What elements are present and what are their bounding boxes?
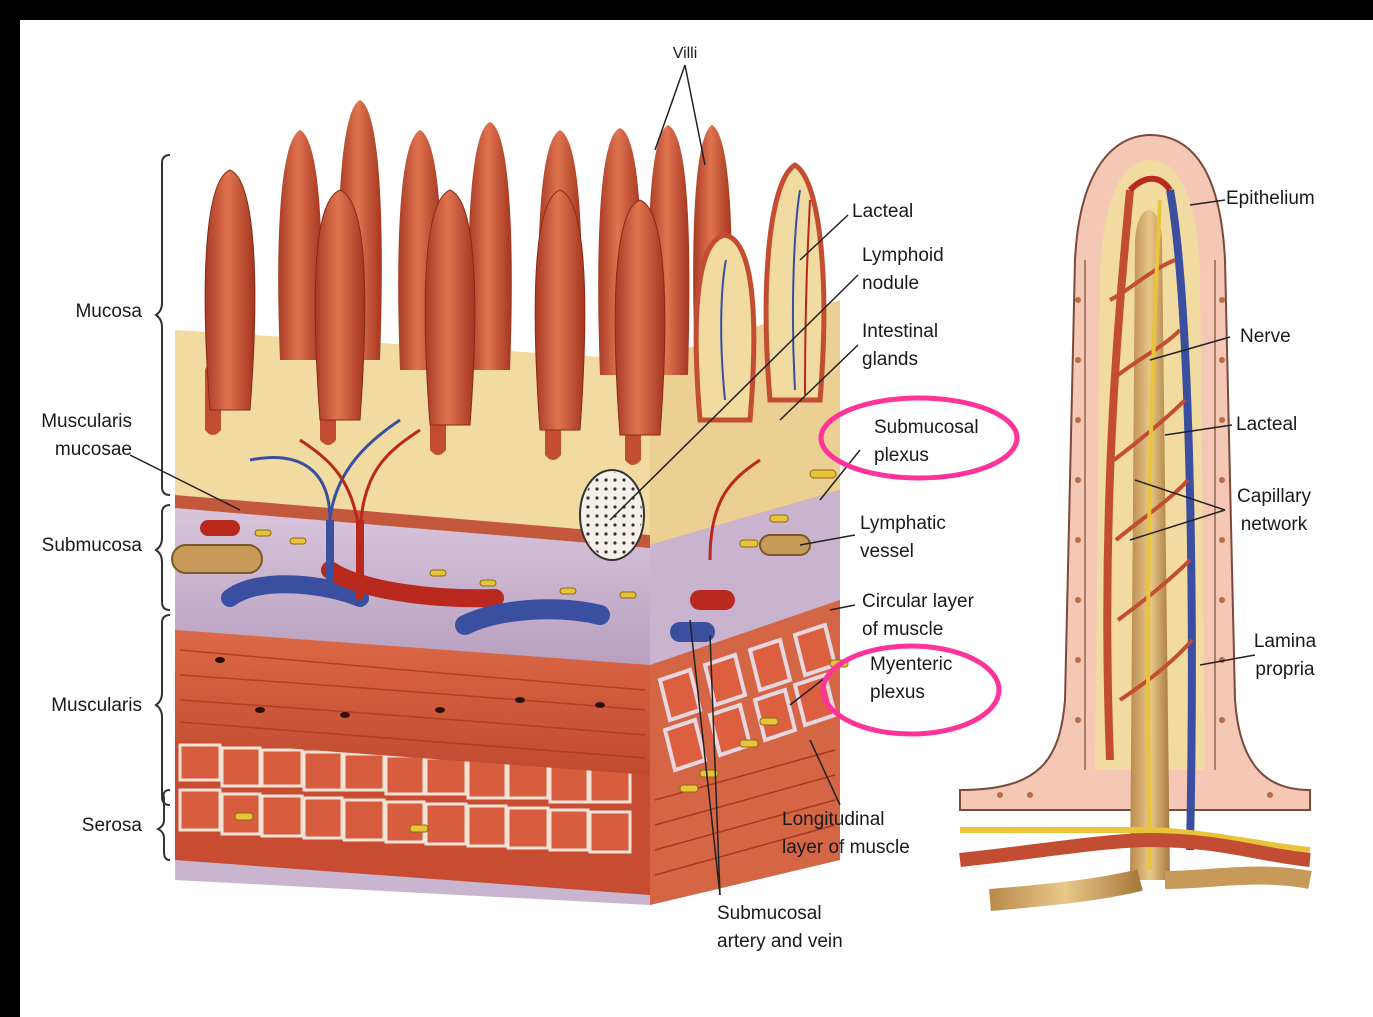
label-longitudinal-layer-line1: Longitudinal xyxy=(782,806,910,834)
label-submucosal-plexus-line1: Submucosal xyxy=(874,414,979,442)
label-circular-layer: Circular layer of muscle xyxy=(862,588,974,644)
label-mucosa: Mucosa xyxy=(40,298,142,326)
frame-top xyxy=(0,0,1373,20)
label-epithelium: Epithelium xyxy=(1226,185,1315,213)
label-submucosal-artery-vein: Submucosal artery and vein xyxy=(717,900,843,956)
label-lacteal-left: Lacteal xyxy=(852,198,913,226)
label-submucosal-artery-vein-line1: Submucosal xyxy=(717,900,843,928)
label-capillary-network-line2: network xyxy=(1228,511,1320,539)
label-lymphatic-vessel: Lymphatic vessel xyxy=(860,510,946,566)
frame-left xyxy=(0,0,20,1017)
label-circular-layer-line2: of muscle xyxy=(862,616,974,644)
label-lymphoid-nodule-line2: nodule xyxy=(862,270,944,298)
label-lamina-propria: Lamina propria xyxy=(1250,628,1320,684)
label-myenteric-plexus-line2: plexus xyxy=(870,679,952,707)
label-submucosal-artery-vein-line2: artery and vein xyxy=(717,928,843,956)
label-muscularis-mucosae-line2: mucosae xyxy=(20,436,132,464)
label-submucosa: Submucosa xyxy=(20,532,142,560)
label-myenteric-plexus-line1: Myenteric xyxy=(870,651,952,679)
label-myenteric-plexus: Myenteric plexus xyxy=(870,651,952,707)
label-intestinal-glands-line1: Intestinal xyxy=(862,318,938,346)
label-lamina-propria-line2: propria xyxy=(1250,656,1320,684)
label-longitudinal-layer-line2: layer of muscle xyxy=(782,834,910,862)
label-lymphatic-vessel-line2: vessel xyxy=(860,538,946,566)
label-nerve: Nerve xyxy=(1240,323,1291,351)
label-lamina-propria-line1: Lamina xyxy=(1250,628,1320,656)
label-submucosal-plexus-line2: plexus xyxy=(874,442,979,470)
label-capillary-network: Capillary network xyxy=(1228,483,1320,539)
label-intestinal-glands-line2: glands xyxy=(862,346,938,374)
label-circular-layer-line1: Circular layer xyxy=(862,588,974,616)
label-muscularis-mucosae: Muscularis mucosae xyxy=(20,408,132,464)
label-lymphoid-nodule: Lymphoid nodule xyxy=(862,242,944,298)
label-intestinal-glands: Intestinal glands xyxy=(862,318,938,374)
label-muscularis-mucosae-line1: Muscularis xyxy=(20,408,132,436)
label-lymphoid-nodule-line1: Lymphoid xyxy=(862,242,944,270)
label-lymphatic-vessel-line1: Lymphatic xyxy=(860,510,946,538)
label-lacteal-right: Lacteal xyxy=(1236,411,1297,439)
label-submucosal-plexus: Submucosal plexus xyxy=(874,414,979,470)
label-serosa: Serosa xyxy=(40,812,142,840)
label-longitudinal-layer: Longitudinal layer of muscle xyxy=(782,806,910,862)
label-capillary-network-line1: Capillary xyxy=(1228,483,1320,511)
label-muscularis: Muscularis xyxy=(30,692,142,720)
lymphoid-nodule-dots xyxy=(582,472,642,558)
label-villi: Villi xyxy=(660,40,710,68)
